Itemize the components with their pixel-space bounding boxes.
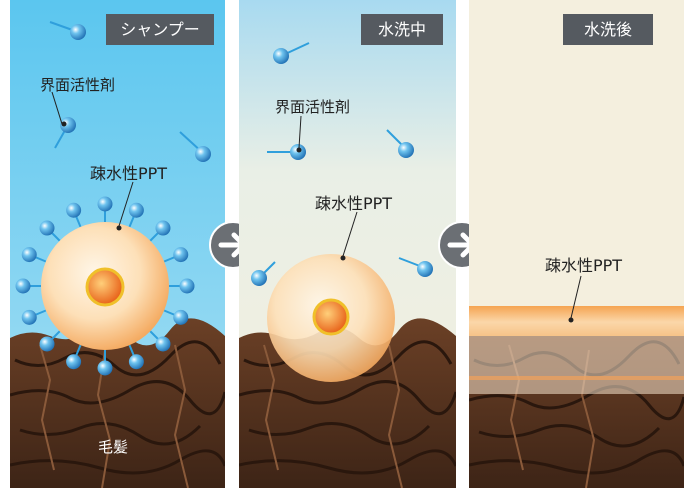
ppt-film xyxy=(469,306,684,338)
free-surfactants xyxy=(49,21,211,162)
ppt-label: 疎水性PPT xyxy=(545,256,623,275)
surfactant-molecule xyxy=(66,202,82,218)
step-tag-rinsing: 水洗中 xyxy=(361,14,443,45)
surfactant-label: 界面活性剤 xyxy=(275,98,351,116)
ppt-core xyxy=(85,267,125,307)
surfactant-molecule xyxy=(15,278,31,294)
after-rinse-panel: 水洗後 疎水性PPT xyxy=(469,0,684,488)
surfactant-molecule xyxy=(155,220,171,236)
ppt-core xyxy=(312,298,350,336)
surfactant-molecule xyxy=(39,336,55,352)
surfactant-molecule xyxy=(179,278,195,294)
hair-texture xyxy=(10,318,225,488)
surfactant-ring xyxy=(15,196,195,376)
surfactant-molecule xyxy=(66,354,82,370)
rinsing-illustration xyxy=(239,0,456,488)
ppt-label: 疎水性PPT xyxy=(315,194,393,213)
surfactant-molecule xyxy=(173,247,189,263)
ppt-label: 疎水性PPT xyxy=(90,164,168,183)
hair-label: 毛髪 xyxy=(98,438,129,456)
surfactant-molecule xyxy=(21,309,37,325)
coating-haze xyxy=(469,336,684,394)
surfactant-molecule xyxy=(97,196,113,212)
surfactant-molecule xyxy=(39,220,55,236)
surfactant-molecule xyxy=(97,360,113,376)
surfactant-molecule xyxy=(173,309,189,325)
surfactant-molecule xyxy=(128,354,144,370)
shampoo-illustration xyxy=(10,0,225,488)
shampoo-panel: シャンプー 界面活性剤 疎水性PPT 毛髪 xyxy=(10,0,225,488)
surfactant-label: 界面活性剤 xyxy=(40,76,116,94)
after-rinse-illustration xyxy=(469,0,684,488)
surfactant-molecule xyxy=(128,202,144,218)
surfactant-molecule xyxy=(155,336,171,352)
step-tag-after-rinse: 水洗後 xyxy=(563,14,653,45)
surfactant-molecule xyxy=(21,247,37,263)
rinsing-panel: 水洗中 界面活性剤 疎水性PPT xyxy=(239,0,456,488)
step-tag-shampoo: シャンプー xyxy=(106,14,214,45)
